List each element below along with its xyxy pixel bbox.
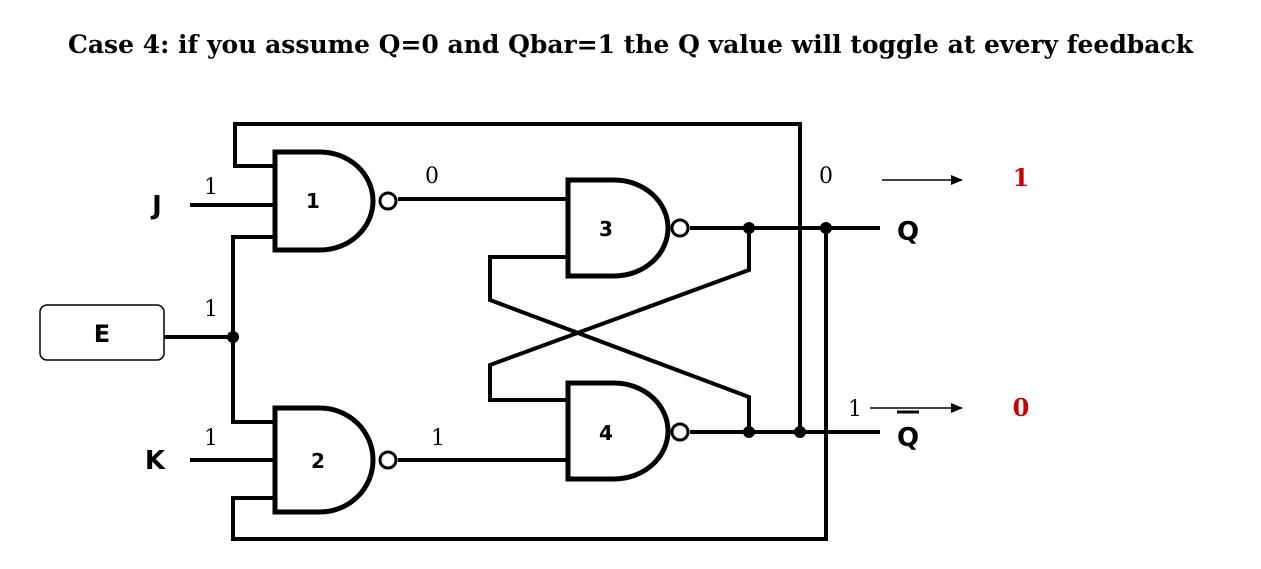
gate-number-label: 3 [599,217,613,241]
gate1-output-value: 0 [425,164,439,189]
j-input-label: J [150,191,162,221]
nand-gate-2: 2 [272,405,398,515]
gate2-output-value: 1 [431,426,445,451]
q-next-state-value: 1 [1013,163,1030,192]
enable-input-box [39,304,165,361]
enable-bus-wire [231,235,275,424]
gate-number-label: 4 [599,421,613,445]
diagram-title: Case 4: if you assume Q=0 and Qbar=1 the… [67,30,1194,59]
qbar-output-label: Q [897,423,919,453]
q-to-gate4-wire [488,228,751,402]
bottom-feedback-wire [231,228,828,541]
qbar-next-state-value: 0 [1013,393,1030,422]
junction-dot [743,222,755,234]
junction-dot [794,426,806,438]
nand-gate-3: 3 [565,177,690,279]
qbar-to-gate3-wire [488,255,751,432]
j-signal-value: 1 [204,175,218,200]
nand-gate-1: 1 [272,149,398,253]
junction-dot [820,222,832,234]
junction-dot [227,331,239,343]
q-feedback-value: 0 [819,164,833,189]
e-signal-value: 1 [204,297,218,322]
k-signal-value: 1 [204,426,218,451]
gate-number-label: 1 [306,189,320,213]
junction-dot [743,426,755,438]
nand-gate-4: 4 [565,380,690,482]
qbar-feedback-value: 1 [848,397,862,422]
k-input-label: K [145,446,166,476]
q-output-label: Q [897,217,919,247]
enable-input-label: E [94,320,110,348]
gate-number-label: 2 [311,449,325,473]
